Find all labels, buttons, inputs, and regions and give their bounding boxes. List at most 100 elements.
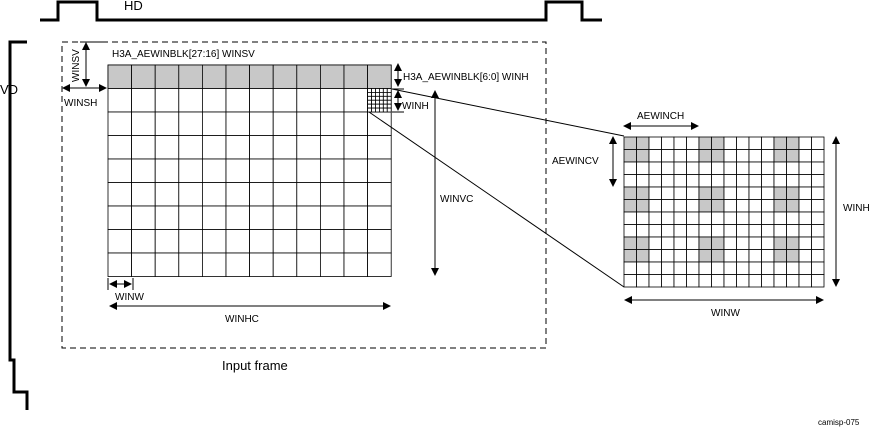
- ae-window-cell: [178, 135, 203, 160]
- zoom-cell: [798, 249, 812, 263]
- ae-window-cell: [272, 205, 298, 230]
- ae-window-cell: [131, 111, 156, 136]
- ae-window-cell: [319, 229, 345, 254]
- zoom-cell: [661, 261, 675, 275]
- ae-window-cell: [225, 88, 251, 113]
- accumulated-pixel: [623, 249, 637, 263]
- zoom-cell: [623, 224, 637, 238]
- subsample-cell: [371, 92, 376, 97]
- zoom-cell: [698, 274, 712, 288]
- zoom-cell: [723, 211, 737, 225]
- subsample-cell: [386, 103, 392, 109]
- zoom-cell: [748, 136, 762, 150]
- zoom-cell: [636, 224, 650, 238]
- zoom-cell: [786, 261, 800, 275]
- zoom-cell: [811, 186, 825, 200]
- zoom-cell: [748, 274, 762, 288]
- zoom-cell: [673, 199, 687, 213]
- zoom-cell: [761, 274, 775, 288]
- accumulated-pixel: [773, 199, 787, 213]
- accumulated-pixel: [623, 236, 637, 250]
- ae-window-cell: [154, 88, 180, 113]
- band-cell: [107, 64, 133, 89]
- ae-window-cell: [178, 111, 203, 136]
- ae-window-cell: [107, 158, 133, 183]
- zoom-cell: [798, 211, 812, 225]
- zoom-cell: [723, 224, 737, 238]
- ae-window-cell: [225, 182, 251, 207]
- accumulated-pixel: [636, 249, 650, 263]
- zoom-cell: [761, 249, 775, 263]
- zoom-cell: [636, 174, 650, 188]
- zoom-cell: [673, 249, 687, 263]
- zoom-cell: [711, 174, 725, 188]
- subsample-cell: [378, 103, 384, 109]
- subsample-cell: [371, 103, 376, 109]
- zoom-cell: [811, 224, 825, 238]
- zoom-cell: [698, 261, 712, 275]
- zoom-cell: [798, 274, 812, 288]
- accumulated-pixel: [711, 186, 725, 200]
- subsample-cell: [371, 95, 376, 101]
- subsample-cell: [367, 107, 372, 113]
- subsample-cell: [378, 88, 384, 93]
- ae-window-cell: [225, 111, 251, 136]
- subsample-cell: [371, 107, 376, 113]
- ae-window-cell: [272, 135, 298, 160]
- accumulated-pixel: [786, 136, 800, 150]
- winw-right-label: WINW: [711, 308, 740, 319]
- zoom-cell: [648, 136, 662, 150]
- winh-label: WINH: [402, 101, 429, 112]
- zoom-cell: [636, 161, 650, 175]
- subsample-cell: [386, 92, 392, 97]
- ae-window-cell: [225, 252, 251, 277]
- accumulated-pixel: [636, 199, 650, 213]
- zoom-cell: [698, 174, 712, 188]
- ae-window-cell: [319, 205, 345, 230]
- zoom-cell: [761, 149, 775, 163]
- zoom-cell: [661, 274, 675, 288]
- zoom-cell: [761, 199, 775, 213]
- zoom-cell: [648, 211, 662, 225]
- ae-window-cell: [296, 88, 321, 113]
- subsample-cell: [375, 88, 380, 93]
- zoom-cell: [736, 211, 750, 225]
- subsample-cell: [375, 95, 380, 101]
- ae-window-cell: [201, 88, 227, 113]
- band-cell: [272, 64, 298, 89]
- ae-window-cell: [296, 229, 321, 254]
- ae-window-cell: [367, 135, 392, 160]
- subsample-cell: [375, 99, 380, 105]
- ae-window-cell: [343, 229, 369, 254]
- ae-window-cell: [296, 158, 321, 183]
- zoom-cell: [723, 136, 737, 150]
- band-cell: [131, 64, 156, 89]
- zoom-cell: [686, 161, 700, 175]
- zoom-cell: [748, 249, 762, 263]
- subsample-cell: [382, 103, 388, 109]
- input-frame-label: Input frame: [222, 358, 288, 373]
- ae-window-cell: [319, 135, 345, 160]
- zoom-cell: [761, 211, 775, 225]
- zoom-cell: [661, 249, 675, 263]
- winhc-label: WINHC: [225, 314, 259, 325]
- subsample-cell: [367, 103, 372, 109]
- subsample-cell: [367, 95, 372, 101]
- zoom-cell: [673, 211, 687, 225]
- zoom-cell: [736, 186, 750, 200]
- ae-window-cell: [225, 158, 251, 183]
- zoom-cell: [798, 149, 812, 163]
- ae-window-cell: [296, 252, 321, 277]
- accumulated-pixel: [711, 136, 725, 150]
- ae-window-cell: [201, 135, 227, 160]
- ae-window-cell: [107, 182, 133, 207]
- ae-window-cell: [201, 229, 227, 254]
- ae-window-cell: [272, 229, 298, 254]
- subsample-cell: [367, 92, 372, 97]
- zoom-cell: [761, 236, 775, 250]
- ae-subsample-detail: [367, 88, 392, 113]
- zoom-cell: [661, 186, 675, 200]
- ae-window-cell: [249, 182, 274, 207]
- zoom-cell: [661, 199, 675, 213]
- ae-window-cell: [154, 252, 180, 277]
